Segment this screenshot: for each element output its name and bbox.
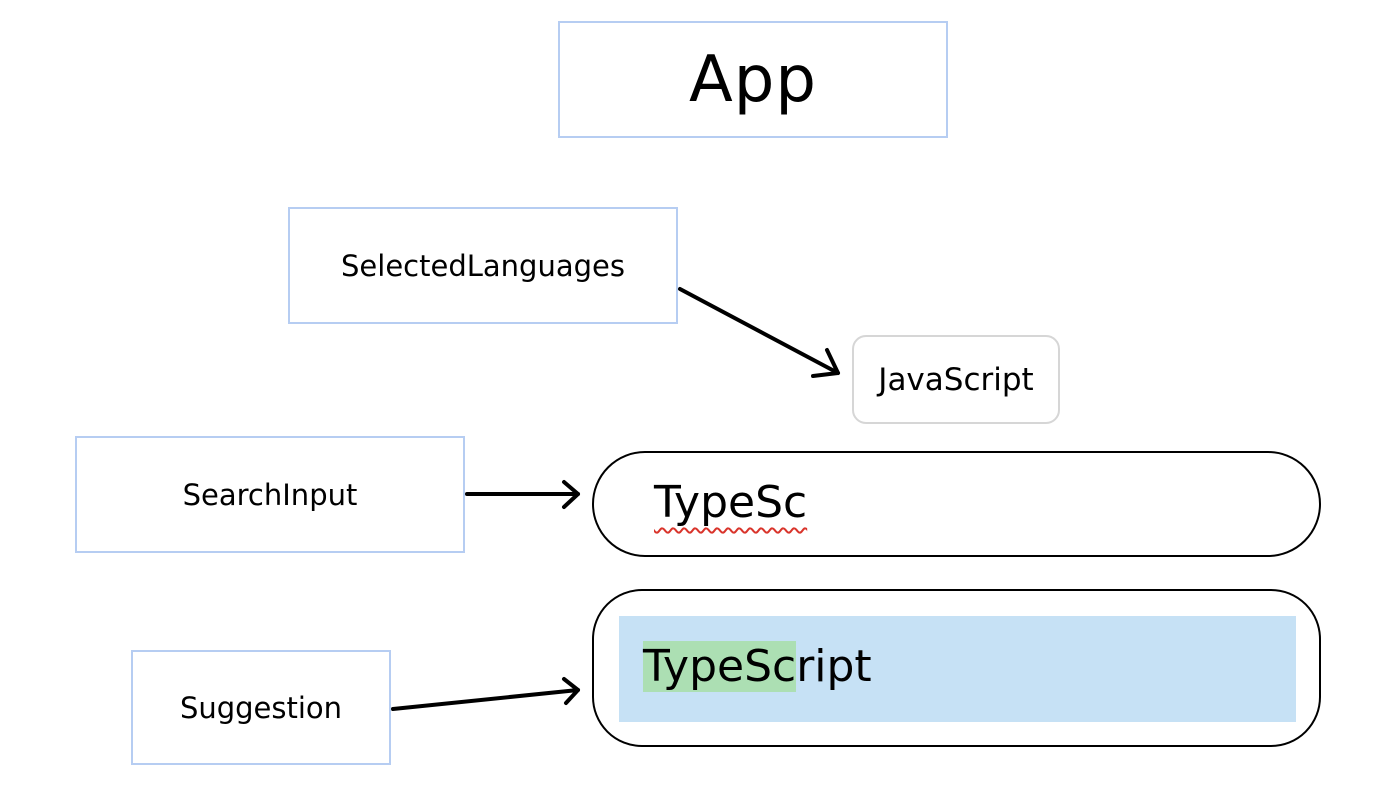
search-input-value: TypeSc (654, 477, 808, 528)
suggestion-list: TypeScript (592, 589, 1321, 747)
suggestion-component-box: Suggestion (131, 650, 391, 765)
suggestion-component-label: Suggestion (179, 690, 343, 725)
suggestion-item-text: TypeScript (643, 639, 872, 695)
search-input-field[interactable]: TypeSc (592, 451, 1321, 557)
app-component-box: App (558, 21, 948, 138)
suggestion-item-rest: ript (796, 641, 872, 692)
selected-languages-component-box: SelectedLanguages (288, 207, 678, 324)
selected-language-chip[interactable]: JavaScript (852, 335, 1060, 424)
selected-language-chip-label: JavaScript (878, 361, 1034, 398)
suggestion-match-highlight: TypeSc (643, 641, 797, 692)
selected-languages-component-label: SelectedLanguages (341, 248, 625, 283)
app-component-label: App (688, 42, 818, 117)
search-input-component-label: SearchInput (182, 477, 358, 512)
search-input-component-box: SearchInput (75, 436, 465, 553)
suggestion-arrow (391, 677, 580, 711)
suggestion-item[interactable]: TypeScript (619, 616, 1296, 722)
search-input-arrow (465, 480, 580, 509)
selected-languages-arrow (678, 287, 840, 378)
